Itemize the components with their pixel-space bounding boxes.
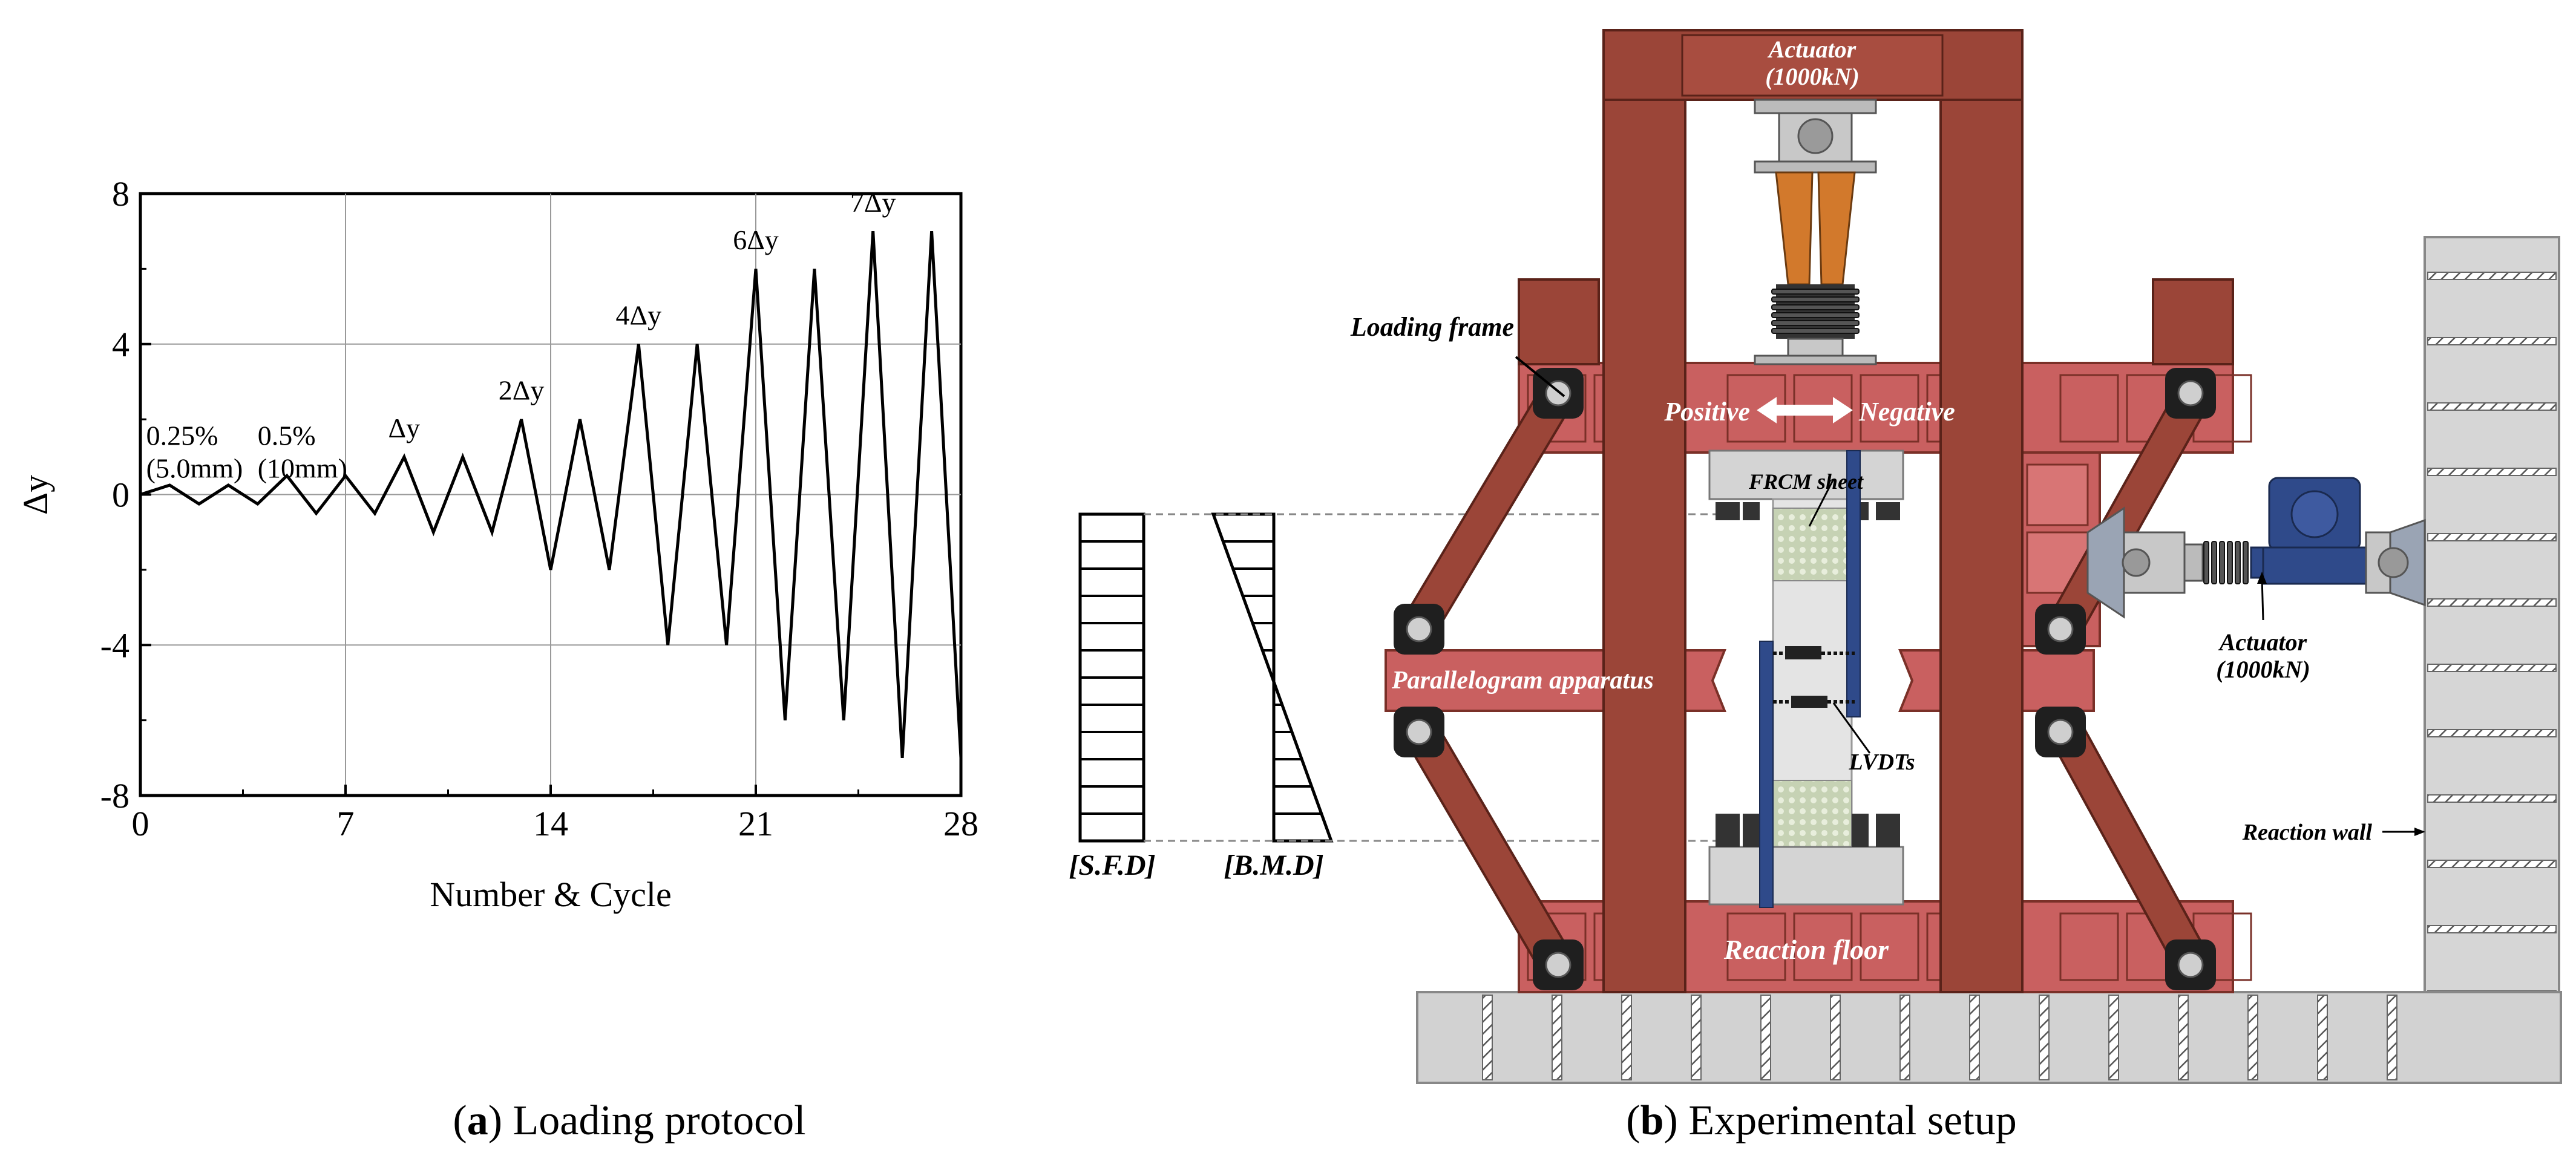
peak-annotation: 7Δy bbox=[850, 187, 896, 218]
y-tick-label: 0 bbox=[112, 475, 129, 515]
x-tick-label: 28 bbox=[943, 804, 978, 843]
caption-b-letter: b bbox=[1640, 1097, 1664, 1144]
y-tick-label: 8 bbox=[112, 174, 129, 214]
reaction-floor-label: Reaction floor bbox=[1723, 934, 1889, 965]
frcm-sheet-bottom bbox=[1772, 780, 1852, 848]
loading-frame-columns bbox=[1602, 29, 2024, 993]
top-actuator-capacity: (1000kN) bbox=[1765, 63, 1860, 90]
reaction-floor-base bbox=[1416, 991, 2562, 1084]
series-line bbox=[140, 231, 963, 758]
direction-arrow bbox=[1757, 397, 1853, 423]
x-tick-label: 7 bbox=[337, 804, 355, 843]
peak-annotation: 0.25% bbox=[146, 420, 218, 451]
peak-annotations: 0.25%(5.0mm) 0.5%(10mm) Δy 2Δy 4Δy 6Δy 7Δy bbox=[146, 187, 896, 484]
y-axis-label: Δy bbox=[16, 475, 55, 515]
shear-force-diagram: [S.F.D] bbox=[1069, 512, 1156, 881]
top-actuator-label: Actuator bbox=[1767, 36, 1857, 63]
x-tick-labels: 0 7 14 21 28 bbox=[132, 804, 979, 843]
y-tick-label: -8 bbox=[100, 776, 129, 815]
peak-annotation: 4Δy bbox=[615, 299, 661, 330]
y-tick-label: 4 bbox=[112, 325, 129, 364]
grid-lines bbox=[140, 194, 961, 796]
loading-frame-label: Loading frame bbox=[1350, 312, 1514, 342]
loading-protocol-chart: 0 7 14 21 28 8 4 0 -4 -8 0.25%(5.0mm) 0.5%(10mm) Δ… bbox=[16, 174, 978, 914]
lvdts-label: LVDTs bbox=[1848, 750, 1915, 775]
side-actuator-label: Actuator bbox=[2218, 629, 2307, 656]
sfd-label: [S.F.D] bbox=[1069, 849, 1155, 881]
frcm-sheet-label: FRCM sheet bbox=[1748, 469, 1864, 494]
top-actuator bbox=[1754, 99, 1877, 365]
negative-label: Negative bbox=[1858, 397, 1955, 426]
bmd-label: [B.M.D] bbox=[1224, 849, 1323, 881]
x-axis-label: Number & Cycle bbox=[430, 875, 671, 914]
caption-b-text: Experimental setup bbox=[1678, 1097, 2017, 1144]
peak-annotation: (5.0mm) bbox=[146, 453, 243, 484]
parallelogram-label: Parallelogram apparatus bbox=[1391, 667, 1654, 694]
caption-b: (b) Experimental setup bbox=[1626, 1097, 2016, 1144]
side-actuator-capacity: (1000kN) bbox=[2216, 656, 2310, 683]
peak-annotation: 0.5% bbox=[258, 420, 316, 451]
x-tick-label: 0 bbox=[132, 804, 149, 843]
reaction-wall-label: Reaction wall bbox=[2242, 820, 2373, 845]
reaction-wall bbox=[2424, 236, 2560, 1082]
peak-annotation: (10mm) bbox=[258, 453, 347, 484]
caption-a: (a) Loading protocol bbox=[453, 1097, 805, 1144]
x-tick-label: 21 bbox=[738, 804, 773, 843]
experimental-setup-diagram: [S.F.D] [B.M.D] bbox=[1069, 29, 2562, 1084]
tick-marks bbox=[139, 192, 962, 797]
y-tick-labels: 8 4 0 -4 -8 bbox=[100, 174, 129, 815]
bending-moment-diagram: [B.M.D] bbox=[1211, 512, 1334, 881]
peak-annotation: Δy bbox=[388, 413, 421, 443]
caption-a-letter: a bbox=[467, 1097, 488, 1144]
hinge-pins bbox=[1394, 368, 2216, 990]
peak-annotation: 6Δy bbox=[733, 224, 779, 255]
x-tick-label: 14 bbox=[533, 804, 568, 843]
positive-label: Positive bbox=[1663, 397, 1750, 426]
side-actuator bbox=[2086, 477, 2426, 619]
specimen bbox=[1708, 449, 1904, 908]
caption-a-text: Loading protocol bbox=[502, 1097, 806, 1144]
y-tick-label: -4 bbox=[100, 626, 129, 665]
peak-annotation: 2Δy bbox=[499, 375, 545, 406]
